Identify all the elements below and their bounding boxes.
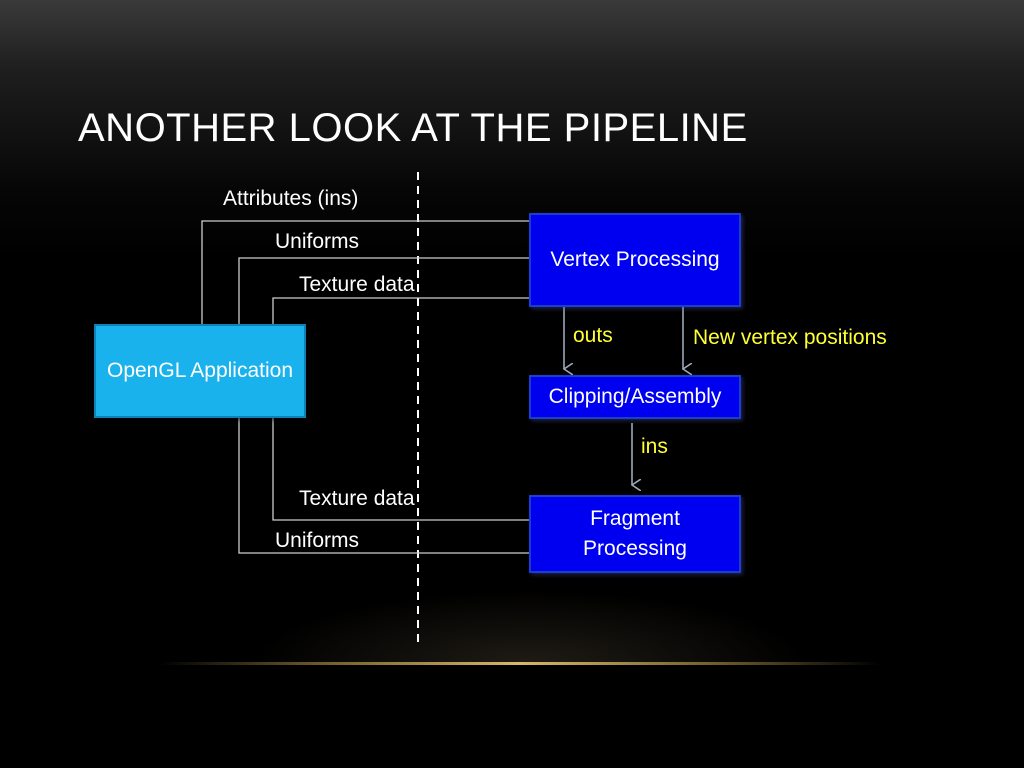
attributes-label: Attributes (ins) [223,187,359,210]
uniforms-top-connector [238,257,529,324]
new-vertex-positions-label: New vertex positions [693,326,887,349]
fragment-processing-label-line2: Processing [583,537,687,560]
opengl-application-box: OpenGL Application [94,324,306,418]
opengl-application-label: OpenGL Application [106,359,294,382]
slide-title: ANOTHER LOOK AT THE PIPELINE [78,106,748,150]
texture-top-connector [272,297,529,324]
clipping-assembly-label: Clipping/Assembly [548,385,722,408]
vertex-processing-label: Vertex Processing [550,248,720,271]
uniforms-top-label: Uniforms [275,230,360,253]
outs-label: outs [573,324,613,347]
vertex-processing-box: Vertex Processing [529,213,741,307]
texture-top-label: Texture data [299,273,415,296]
ins-label: ins [641,435,668,458]
texture-bottom-connector [272,418,529,521]
footer-glow [250,590,810,665]
attributes-connector [201,220,529,324]
footer-divider [160,662,880,665]
uniforms-bottom-label: Uniforms [275,529,360,552]
fragment-processing-box: Fragment Processing [529,495,741,573]
fragment-processing-label-line1: Fragment [590,507,680,530]
uniforms-bottom-connector [238,418,529,554]
texture-bottom-label: Texture data [299,487,415,510]
clipping-assembly-box: Clipping/Assembly [529,375,741,419]
